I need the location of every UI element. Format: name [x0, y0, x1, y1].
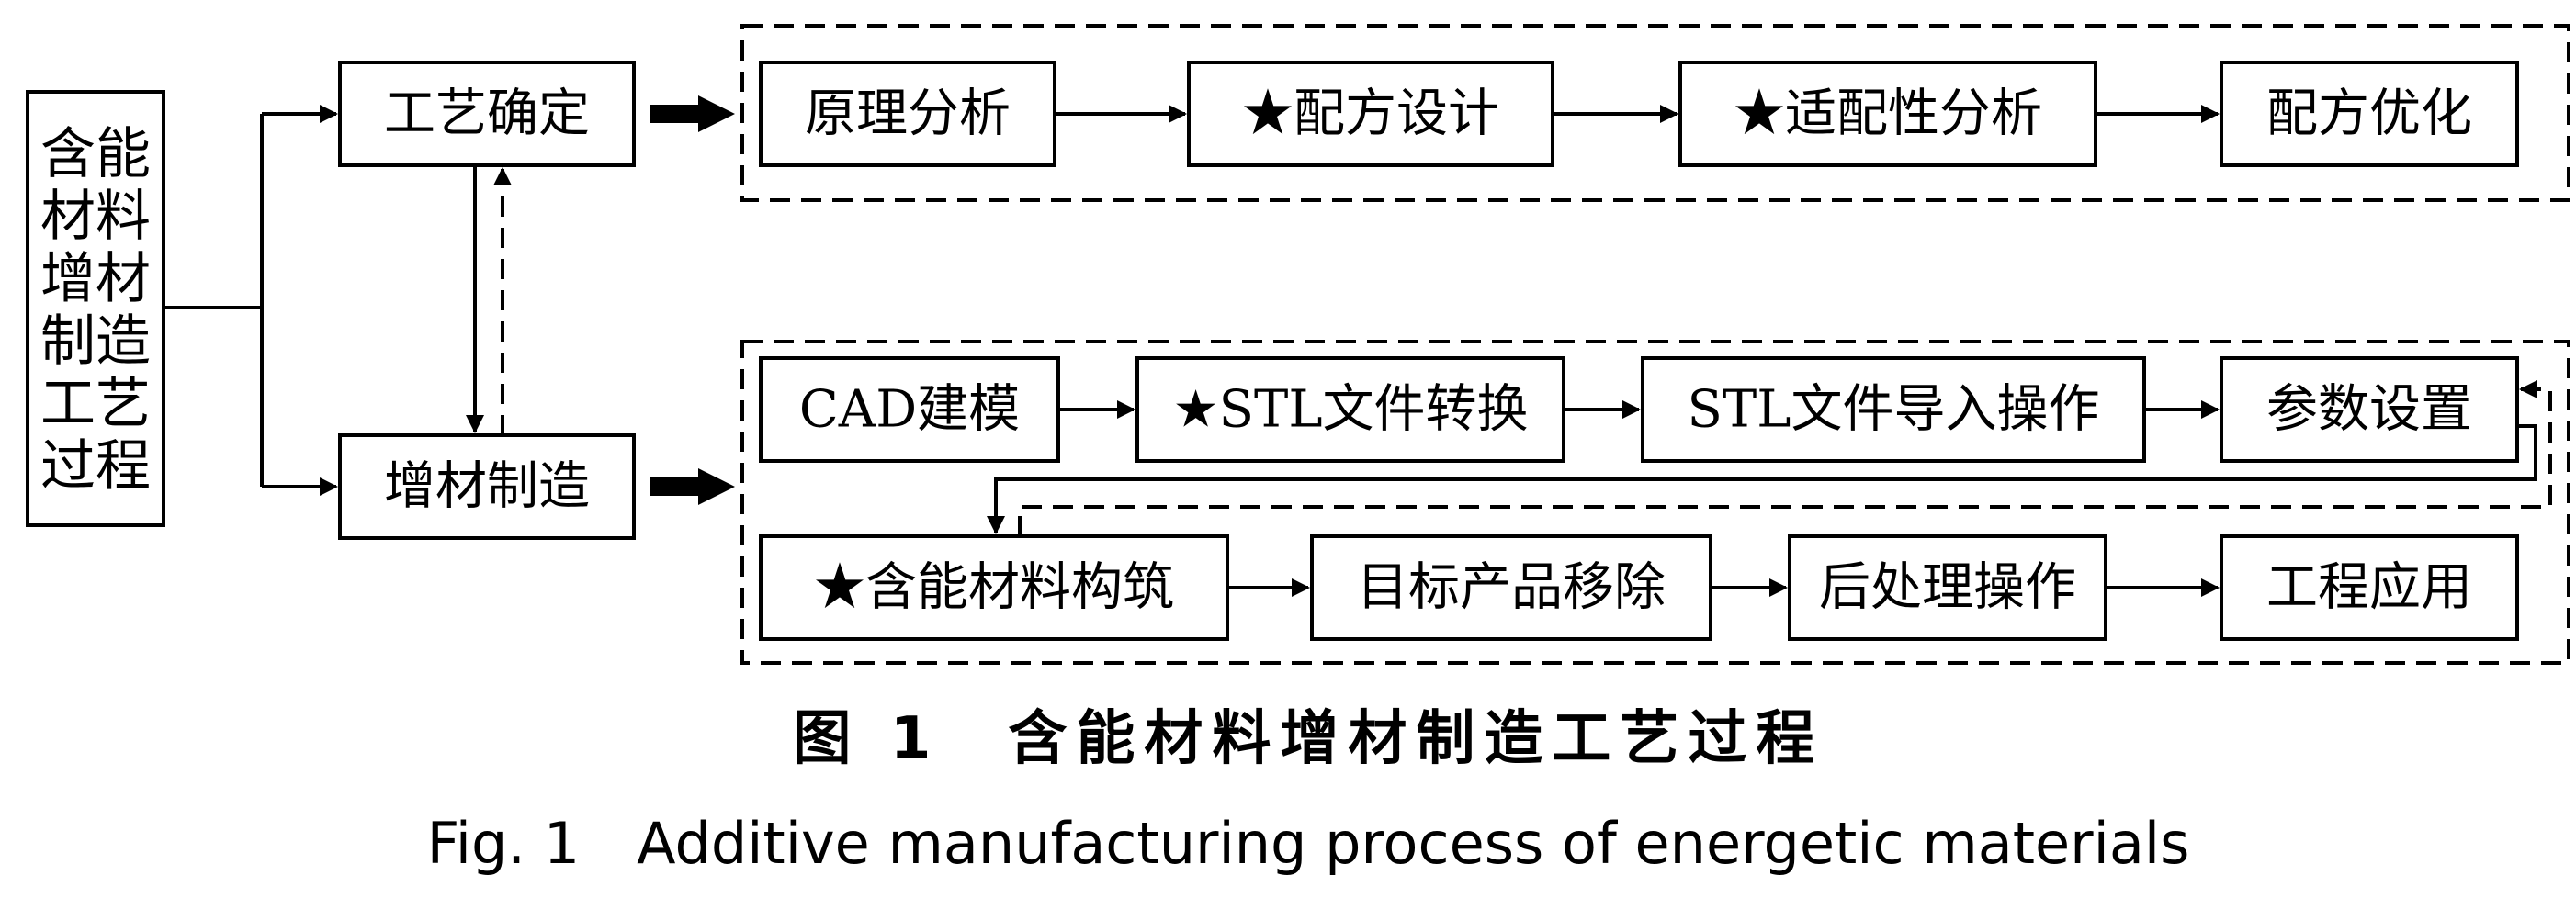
- caption-en: Fig. 1 Additive manufacturing process of…: [427, 810, 2190, 877]
- main-box-line-1: 含能: [40, 122, 151, 186]
- am-step-3: STL文件导入操作: [1688, 380, 2100, 440]
- process-determination-label: 工艺确定: [384, 84, 590, 144]
- am-step-5: ★含能材料构筑: [814, 558, 1174, 618]
- main-process-box: 含能 材料 增材 制造 工艺 过程: [26, 90, 165, 527]
- additive-manufacture-box: 增材制造: [338, 433, 636, 540]
- process-step-3: ★适配性分析: [1734, 84, 2042, 144]
- main-box-line-6: 过程: [40, 434, 151, 499]
- process-step-1: 原理分析: [805, 84, 1011, 144]
- thick-arrow-bottom: [650, 468, 735, 505]
- am-step-1: CAD建模: [799, 380, 1020, 440]
- main-box-line-2: 材料: [40, 185, 151, 249]
- main-box-line-3: 增材: [40, 247, 151, 311]
- process-step-2: ★配方设计: [1242, 84, 1499, 144]
- am-row-1: CAD建模 ★STL文件转换 STL文件导入操作 参数设置: [759, 356, 2519, 463]
- am-step-6: 目标产品移除: [1357, 558, 1666, 618]
- am-row-2: ★含能材料构筑 目标产品移除 后处理操作 工程应用: [759, 534, 2519, 641]
- caption-cn: 图 1 含能材料增材制造工艺过程: [793, 705, 1825, 773]
- process-determination-box: 工艺确定: [338, 61, 636, 167]
- am-step-8: 工程应用: [2266, 558, 2472, 618]
- process-group-frame: [740, 24, 2570, 202]
- wrap-connector: [987, 424, 2537, 534]
- am-step-4: 参数设置: [2266, 380, 2472, 440]
- process-step-4: 配方优化: [2266, 84, 2472, 144]
- main-box-line-4: 制造: [40, 309, 151, 374]
- am-step-7: 后处理操作: [1819, 558, 2076, 618]
- wrap-dashed-feedback: [1018, 380, 2552, 536]
- am-step-2: ★STL文件转换: [1172, 380, 1528, 440]
- thick-arrow-top: [650, 95, 735, 132]
- process-row: 原理分析 ★配方设计 ★适配性分析 配方优化: [759, 61, 2519, 167]
- main-box-line-5: 工艺: [40, 372, 151, 436]
- branch-connector: [164, 114, 264, 487]
- manufacture-group-frame: [740, 340, 2570, 665]
- additive-manufacture-label: 增材制造: [384, 457, 590, 517]
